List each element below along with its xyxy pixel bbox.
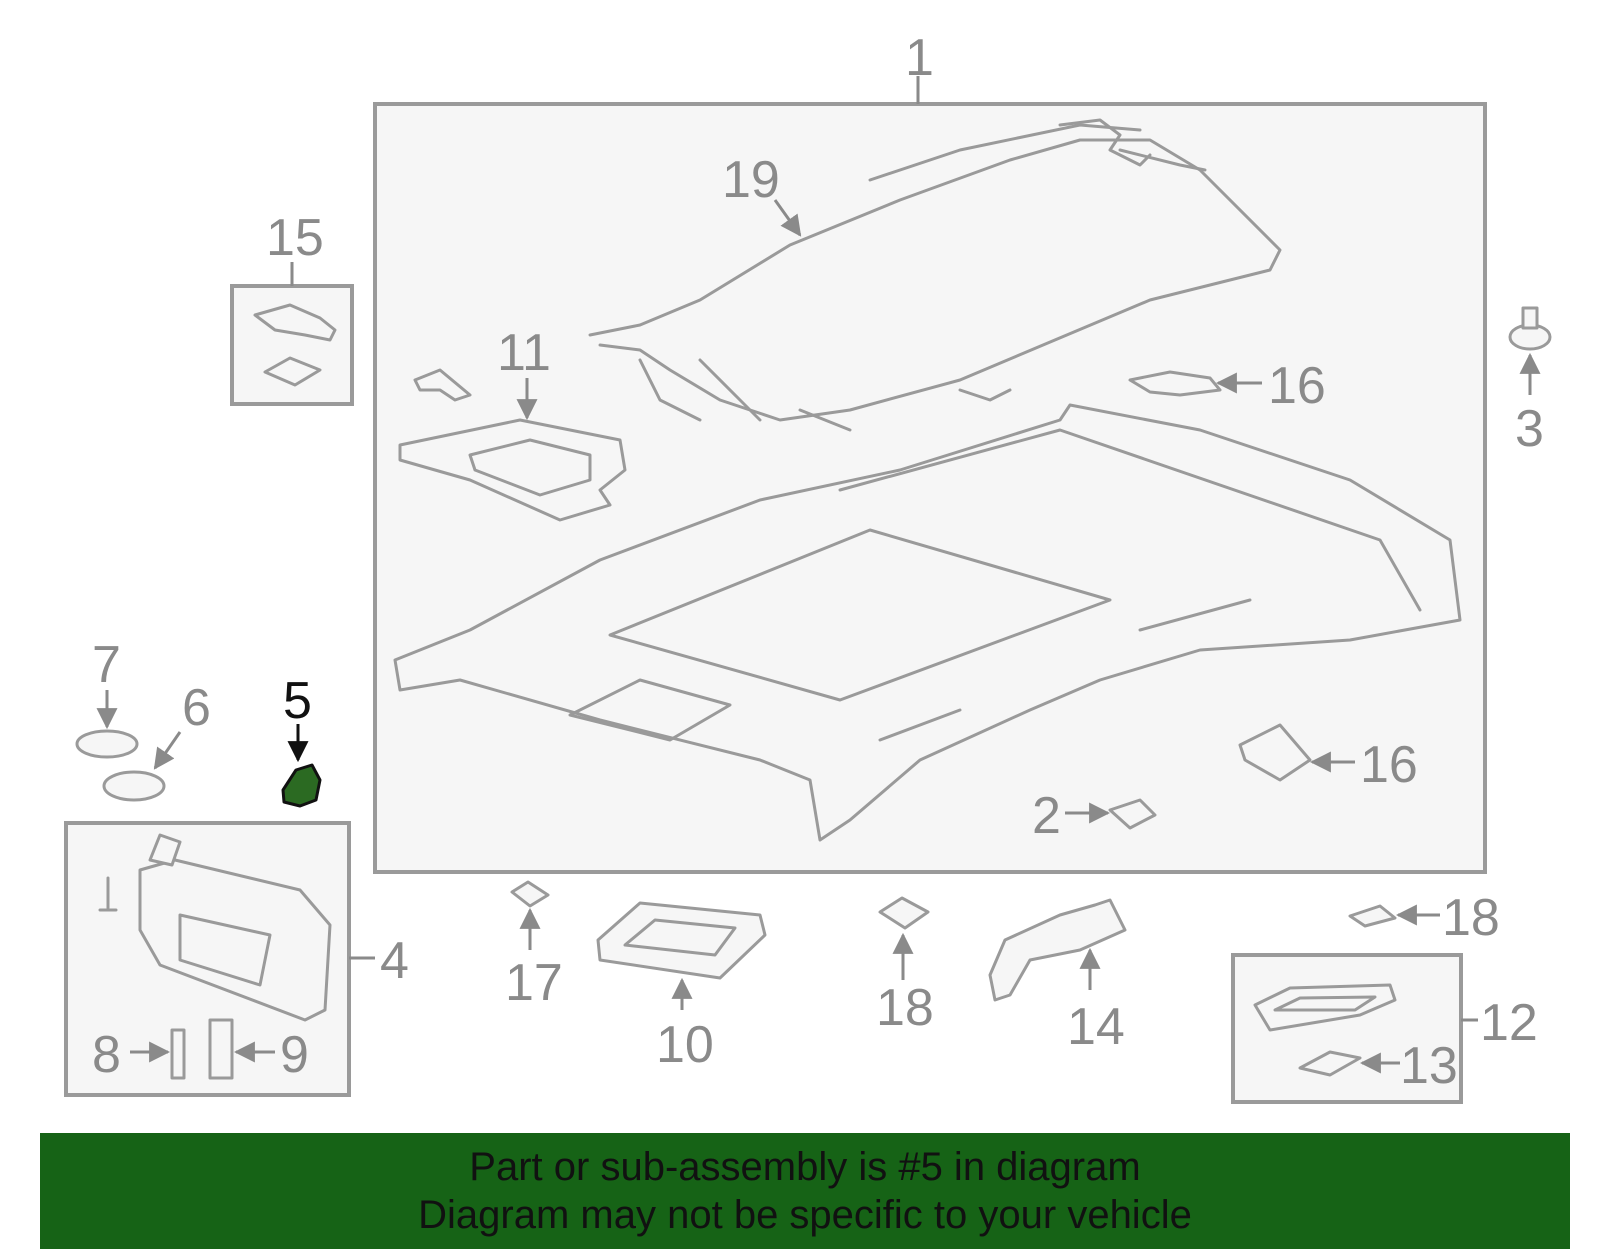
part-7-ring bbox=[75, 729, 139, 759]
callout-10: 10 bbox=[656, 1016, 714, 1074]
part-17-clip bbox=[510, 880, 550, 908]
part-12-box bbox=[1231, 953, 1463, 1104]
part-18-clip-right bbox=[1348, 904, 1397, 928]
callout-3: 3 bbox=[1515, 400, 1544, 458]
callout-18-right: 18 bbox=[1442, 889, 1500, 947]
highlighted-part-5 bbox=[281, 763, 322, 808]
sun-visor bbox=[98, 833, 332, 1080]
callout-2: 2 bbox=[1032, 787, 1061, 845]
callout-16-lower: 16 bbox=[1360, 736, 1418, 794]
callout-9: 9 bbox=[280, 1026, 309, 1084]
callout-16-upper: 16 bbox=[1268, 357, 1326, 415]
part-6-disc bbox=[102, 770, 166, 802]
callout-18-middle: 18 bbox=[876, 979, 934, 1037]
callout-11: 11 bbox=[497, 324, 551, 382]
clip-part-2 bbox=[1108, 798, 1157, 830]
callout-5: 5 bbox=[283, 672, 312, 730]
headliner-shell bbox=[393, 403, 1462, 842]
callout-15: 15 bbox=[266, 209, 324, 267]
callout-7: 7 bbox=[92, 636, 121, 694]
part-18-pad bbox=[878, 896, 930, 930]
grab-handle bbox=[988, 898, 1127, 1002]
callout-14: 14 bbox=[1067, 998, 1125, 1056]
callout-6: 6 bbox=[182, 679, 211, 737]
callout-19: 19 bbox=[722, 151, 780, 209]
overhead-console bbox=[596, 901, 767, 980]
callout-13: 13 bbox=[1400, 1037, 1458, 1095]
reading-lamp bbox=[1253, 983, 1397, 1077]
wiring-harness bbox=[588, 118, 1282, 432]
callout-12: 12 bbox=[1480, 994, 1538, 1052]
console-bracket bbox=[398, 368, 627, 522]
callout-8: 8 bbox=[92, 1026, 121, 1084]
clip-part-3 bbox=[1508, 306, 1552, 351]
banner-line-2: Diagram may not be specific to your vehi… bbox=[418, 1193, 1192, 1237]
parts-diagram: 1 19 11 3 16 16 2 15 bbox=[64, 29, 1552, 1104]
banner-line-1: Part or sub-assembly is #5 in diagram bbox=[469, 1145, 1141, 1189]
part-15-box bbox=[230, 284, 354, 406]
info-banner: Part or sub-assembly is #5 in diagram Di… bbox=[40, 1133, 1570, 1249]
callout-1: 1 bbox=[905, 29, 934, 87]
bracket-part-16-lower bbox=[1238, 723, 1312, 782]
callout-17: 17 bbox=[505, 954, 563, 1012]
callout-4: 4 bbox=[380, 932, 409, 990]
